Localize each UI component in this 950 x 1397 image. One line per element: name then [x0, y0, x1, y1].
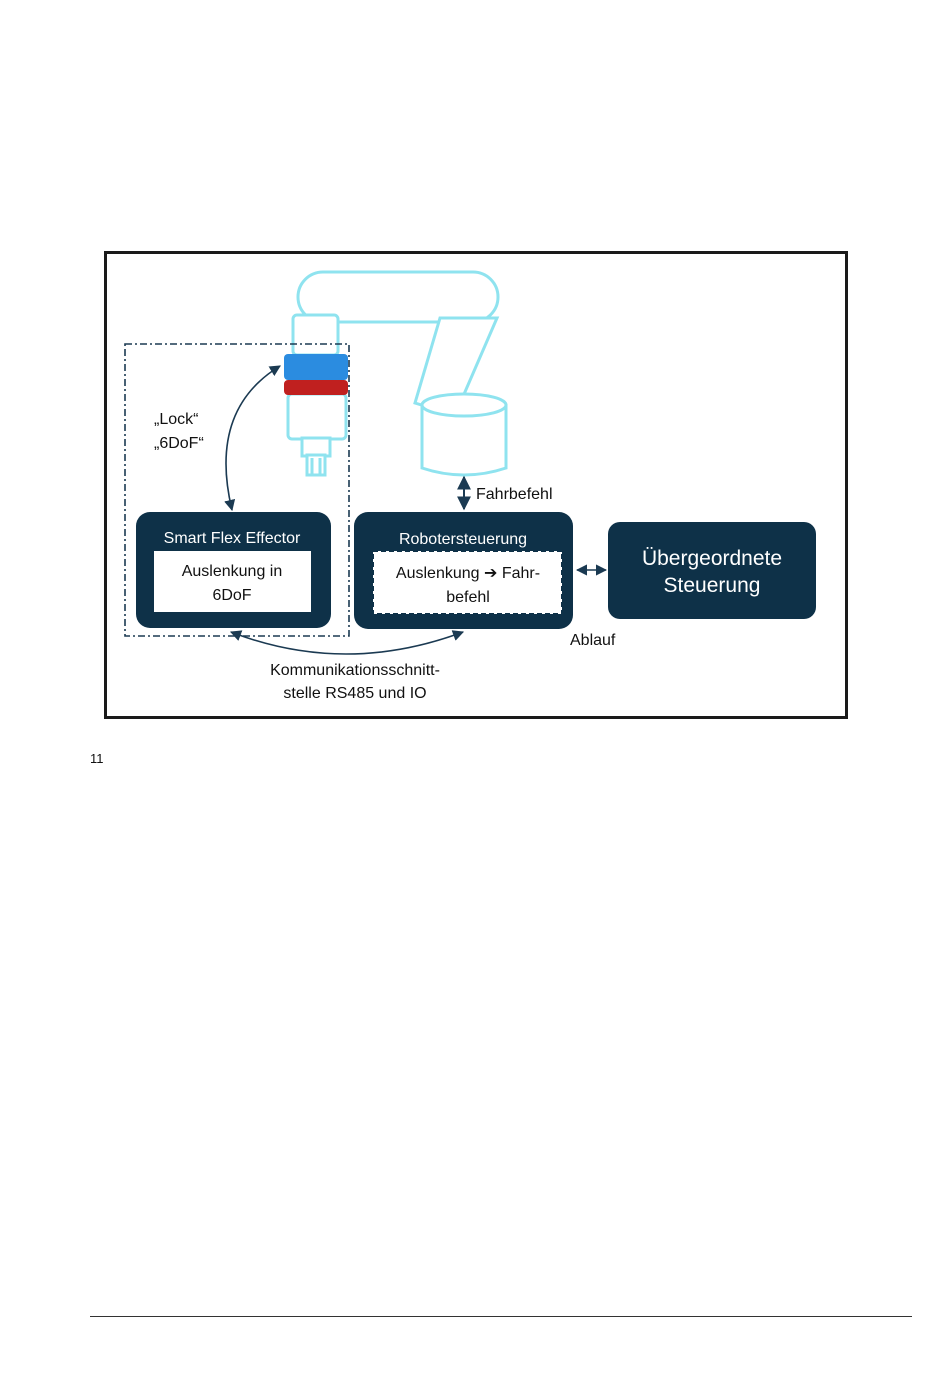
kommunikation-line2: stelle RS485 und IO: [283, 685, 426, 702]
effector-link-arrow: [226, 366, 280, 510]
effector-red-ring: [284, 380, 348, 395]
sixdof-label: „6DoF“: [154, 435, 204, 452]
uebergeordnete-steuerung-box: Übergeordnete Steuerung: [608, 522, 816, 619]
smart-flex-effector-inner-line1: Auslenkung in: [182, 563, 283, 580]
kommunikation-line1: Kommunikationsschnitt-: [270, 662, 440, 679]
smart-flex-effector-inner-line2: 6DoF: [212, 587, 251, 604]
smart-flex-effector-title: Smart Flex Effector: [164, 530, 301, 547]
figure-number: 11: [90, 751, 104, 766]
system-diagram: Smart Flex Effector Auslenkung in 6DoF R…: [0, 0, 950, 760]
uebergeordnete-steuerung-line1: Übergeordnete: [642, 547, 782, 570]
lock-label: „Lock“: [154, 411, 198, 428]
robotersteuerung-inner-line1: Auslenkung ➔ Fahr-: [396, 565, 540, 582]
effector-rings: [284, 354, 348, 395]
smart-flex-effector-box: Smart Flex Effector Auslenkung in 6DoF: [136, 512, 331, 628]
fahrbefehl-label: Fahrbefehl: [476, 486, 553, 503]
robotersteuerung-title: Robotersteuerung: [399, 531, 527, 548]
effector-blue-ring: [284, 354, 348, 380]
uebergeordnete-steuerung-line2: Steuerung: [664, 574, 761, 597]
ablauf-label: Ablauf: [570, 632, 616, 649]
communication-arrow: [231, 632, 463, 654]
robotersteuerung-inner-line2: befehl: [446, 589, 490, 606]
robotersteuerung-box: Robotersteuerung Auslenkung ➔ Fahr- befe…: [354, 512, 573, 629]
footer-rule: [90, 1316, 912, 1317]
